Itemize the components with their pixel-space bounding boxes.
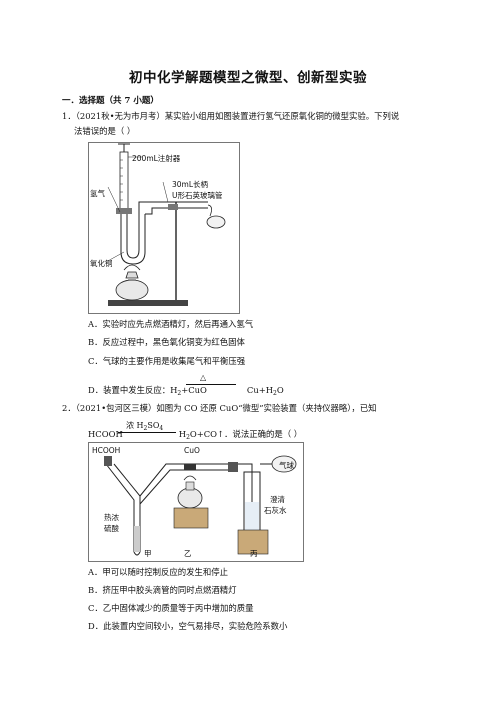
q1-option-d-product: Cu+H [246, 385, 274, 395]
q2-eq-arrow-line [118, 432, 176, 433]
q2-eq-condition: 浓 H2SO4 [126, 420, 163, 432]
q2-label-acid-1: 热浓 [104, 513, 119, 522]
q1-option-c: C．气球的主要作用是收集尾气和平衡压强 [88, 356, 246, 366]
q1-stem-line2: 法错误的是（ ） [74, 126, 136, 136]
q2-eq-right-sub: 2 [186, 434, 190, 441]
q2-label-limewater-1: 澄清 [270, 495, 285, 504]
q2-label-hcooh: HCOOH [92, 446, 121, 455]
q2-eq-left: HCOOH [88, 429, 123, 439]
q1-apparatus-figure [88, 142, 240, 314]
q1-label-copper-oxide: 氧化铜 [90, 259, 113, 268]
q2-label-bing: 丙 [250, 549, 258, 558]
q2-eq-right-b: O+CO↑．说法正确的是（ ） [189, 429, 303, 439]
q2-eq-cond-sub: 2 [143, 425, 148, 432]
q2-stem-line1: 2．（2021•包河区三模）如图为 CO 还原 CuO“微型”实验装置（夹持仪器… [62, 403, 377, 413]
q2-eq-cond-b: SO [147, 421, 160, 430]
q1-option-d-end: O [276, 385, 284, 395]
q1-label-syringe: 200mL注射器 [132, 154, 181, 163]
q2-option-a: A．甲可以随时控制反应的发生和停止 [88, 567, 229, 577]
page-title: 初中化学解题模型之微型、创新型实验 [129, 70, 367, 86]
q1-option-d-arrow-line [186, 384, 236, 385]
q1-label-u-tube: U形石英玻璃管 [172, 191, 223, 200]
q2-label-balloon: 气球 [279, 461, 294, 470]
q1-option-d-sub2: 2 [273, 390, 277, 397]
q2-option-b: B．挤压甲中胶头滴管的同时点燃酒精灯 [88, 585, 237, 595]
q2-label-cuo: CuO [184, 446, 200, 455]
q1-stem-line1: 1．（2021秋•无为市月考）某实验小组用如图装置进行氢气还原氧化铜的微型实验。… [62, 111, 400, 121]
q2-eq-cond-sub2: 4 [159, 425, 164, 432]
q1-option-b: B．反应过程中，黑色氧化铜变为红色固体 [88, 337, 245, 347]
q1-option-d-sub1: 2 [177, 390, 182, 397]
q2-label-yi: 乙 [184, 549, 192, 558]
q2-apparatus-figure [88, 442, 304, 562]
q2-option-d: D．此装置内空间较小，空气易排尽，实验危险系数小 [88, 621, 288, 631]
q1-label-tube: 30mL长柄 [172, 180, 209, 189]
q1-option-a: A．实验时应先点燃酒精灯，然后再通入氢气 [88, 319, 254, 329]
q2-eq-right-a: H [178, 429, 187, 439]
q2-label-jia: 甲 [144, 549, 152, 558]
q1-option-d-mid: +CuO [181, 385, 207, 395]
q2-label-acid-2: 硫酸 [104, 524, 119, 533]
section-heading: 一．选择题（共 7 小题） [62, 96, 159, 106]
q1-option-d-condition: △ [200, 373, 207, 382]
q2-label-limewater-2: 石灰水 [264, 506, 287, 515]
q1-label-hydrogen: 氢气 [90, 189, 105, 198]
q2-eq-cond-a: 浓 H [126, 421, 144, 430]
q2-option-c: C．乙中固体减少的质量等于丙中增加的质量 [88, 603, 254, 613]
q1-option-d-prefix: D．装置中发生反应：H [88, 385, 178, 395]
